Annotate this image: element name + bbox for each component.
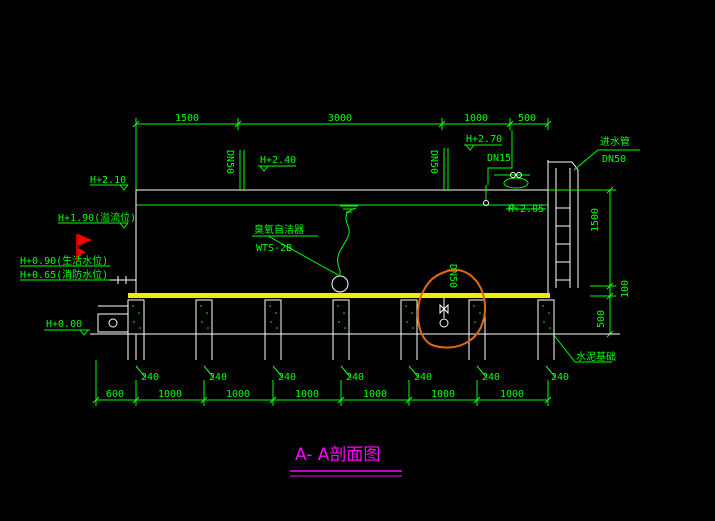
top-dim-3: 1000 [464, 113, 488, 124]
pier-width-labels: 240 240 240 240 240 240 240 [135, 365, 569, 383]
foundation-label: 水泥基础 [576, 350, 616, 363]
bottom-dim-7: 1000 [500, 389, 524, 400]
elev-ground: H+0.00 [46, 319, 82, 330]
pier-width-5: 240 [414, 372, 432, 383]
equipment-model: WTS-2B [256, 243, 292, 254]
inlet-label-group: 进水管 DN50 [573, 135, 640, 171]
dn50-left-label: DN50 [224, 150, 235, 174]
inlet-size-label: DN50 [602, 154, 626, 165]
pier [332, 299, 350, 335]
foundation-label-group: 水泥基础 [552, 333, 616, 363]
pier-width-4: 240 [346, 372, 364, 383]
ozone-sterilizer: 臭氧自洁器 WTS-2B [252, 207, 357, 293]
elev-pipe-1: H+2.40 [260, 155, 296, 166]
right-dim-1: 1500 [590, 208, 601, 232]
inlet-label: 进水管 [600, 135, 630, 148]
bottom-dim-2: 1000 [158, 389, 182, 400]
tank-pipes: DN50 DN50 [224, 148, 449, 190]
pier [537, 299, 555, 335]
right-dim-2: 100 [620, 280, 631, 298]
right-dim-3: 500 [596, 310, 607, 328]
dn15-label: DN15 [487, 153, 511, 164]
pier [195, 299, 213, 335]
dn50-right-label: DN50 [428, 150, 439, 174]
elev-domestic: H+0.90(生活水位) [20, 254, 108, 267]
pier [400, 299, 418, 335]
elev-overflow: H+1.90(溢流位) [58, 211, 136, 224]
bottom-dimension-chain: 600 1000 1000 1000 1000 1000 1000 [92, 334, 555, 406]
bottom-dim-3: 1000 [226, 389, 250, 400]
pier [127, 299, 145, 360]
bottom-dim-6: 1000 [431, 389, 455, 400]
pier-width-1: 240 [141, 372, 159, 383]
bottom-dim-1: 600 [106, 389, 124, 400]
top-dimension-chain: 1500 3000 1000 500 [132, 113, 552, 190]
bottom-dim-4: 1000 [295, 389, 319, 400]
water-tank [135, 160, 549, 297]
bottom-dim-5: 1000 [363, 389, 387, 400]
right-dimension-chain: 1500 100 500 [548, 186, 631, 338]
pier-width-7: 240 [551, 372, 569, 383]
dn50-drain-label: DN50 [447, 264, 458, 288]
pier [468, 299, 486, 335]
pier-width-6: 240 [482, 372, 500, 383]
elevation-markers: H+2.10 H+1.90(溢流位) H+0.90(生活水位) H+0.65(消… [20, 134, 546, 336]
elev-pipe-2: H+2.70 [466, 134, 502, 145]
flag-icon [76, 234, 92, 262]
pier [264, 299, 282, 335]
elev-fire: H+0.65(消防水位) [20, 268, 108, 281]
drain-valve: DN50 [439, 264, 458, 328]
equipment-name: 臭氧自洁器 [254, 223, 304, 236]
pier-width-3: 240 [278, 372, 296, 383]
access-ladder [547, 161, 579, 288]
foundation-piers [127, 299, 555, 360]
drawing-title-block: A- A剖面图 [290, 445, 402, 477]
inlet-pipe-assembly: DN15 [483, 130, 530, 206]
left-pump [97, 305, 129, 333]
top-dim-2: 3000 [328, 113, 352, 124]
pier-hatching [132, 305, 551, 329]
top-dim-4: 500 [518, 113, 536, 124]
pier-width-2: 240 [209, 372, 227, 383]
elev-top-left: H+2.10 [90, 175, 126, 186]
floor-slab [128, 293, 550, 298]
elev-pipe-3: H+2.05 [508, 204, 544, 215]
markup-circle [416, 269, 487, 349]
side-outlet [110, 276, 136, 284]
top-dim-1: 1500 [175, 113, 199, 124]
drawing-title: A- A剖面图 [295, 445, 380, 465]
